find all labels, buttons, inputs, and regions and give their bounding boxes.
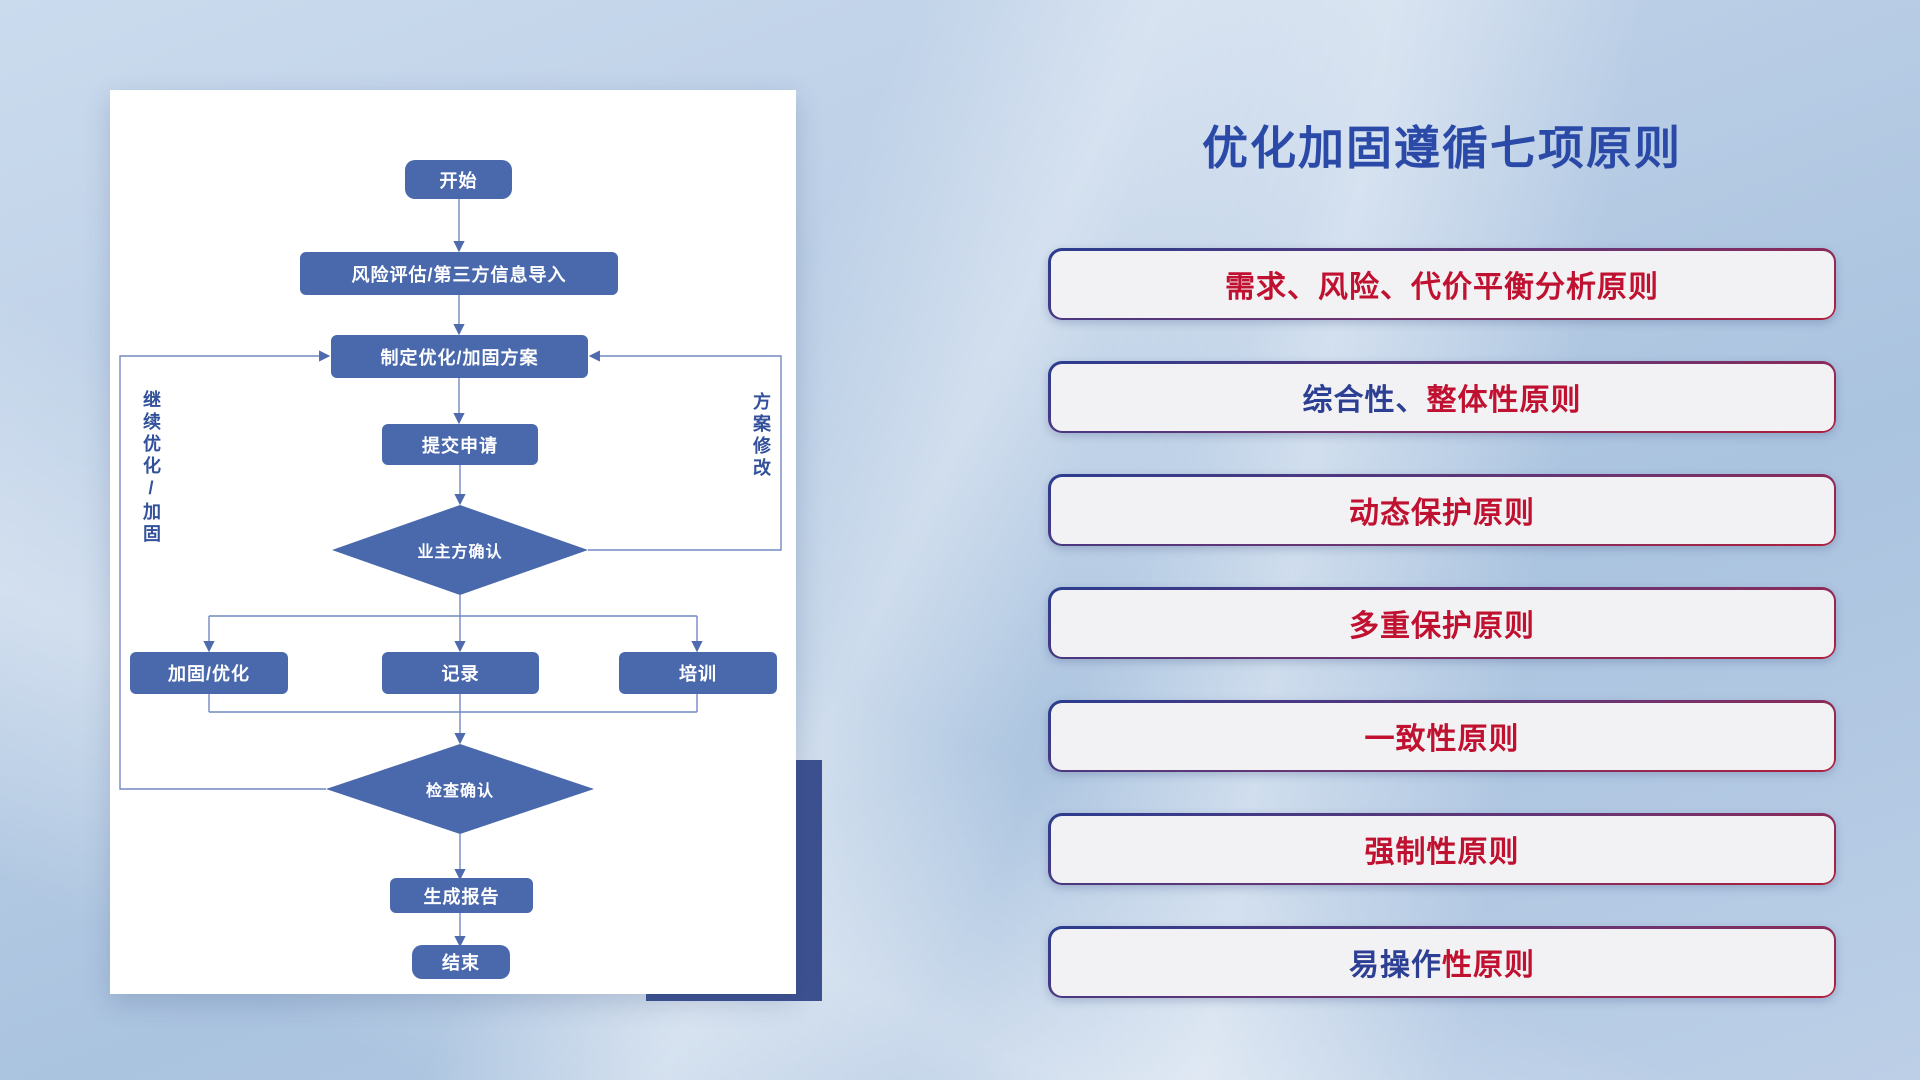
flow-node-record: 记录: [382, 652, 539, 694]
principle-text: 易操作: [1349, 949, 1442, 982]
principle-text: 需求、风险、代价平衡分析原则: [1225, 271, 1659, 304]
check-confirm-label: 检查确认: [425, 783, 495, 800]
flow-node-risk-import: 风险评估/第三方信息导入: [300, 252, 618, 295]
principle-text: 综合性、: [1302, 384, 1427, 417]
principle-card-4: 多重保护原则: [1048, 587, 1836, 659]
principle-card-2: 综合性、整体性原则: [1048, 361, 1836, 433]
flow-node-make-plan: 制定优化/加固方案: [331, 335, 588, 378]
owner-confirm-label: 业主方确认: [417, 544, 503, 561]
owner-confirm-diamond: [332, 505, 588, 595]
principle-card-5: 一致性原则: [1048, 700, 1836, 772]
check-confirm-diamond: [326, 744, 594, 834]
principle-card-1-body: 需求、风险、代价平衡分析原则: [1050, 250, 1834, 318]
principle-text: 强制性原则: [1364, 836, 1520, 869]
flowchart-card: 开始 风险评估/第三方信息导入 制定优化/加固方案 提交申请 加固/优化 记录 …: [110, 90, 796, 994]
loop-right-label: 方案修改: [751, 392, 771, 480]
flow-node-submit: 提交申请: [382, 424, 538, 465]
principle-card-6: 强制性原则: [1048, 813, 1836, 885]
flow-node-end: 结束: [412, 945, 510, 979]
principle-text: 整体性原则: [1426, 384, 1582, 417]
principle-text: 多重保护原则: [1349, 610, 1535, 643]
principle-text: 动态保护原则: [1349, 497, 1535, 530]
flow-node-start: 开始: [405, 160, 512, 199]
flow-node-report: 生成报告: [390, 878, 533, 913]
page-title: 优化加固遵循七项原则: [1202, 122, 1682, 174]
principle-card-3-body: 动态保护原则: [1050, 476, 1834, 544]
flowchart-connectors: [119, 199, 782, 948]
principle-text: 一致性原则: [1364, 723, 1520, 756]
flow-node-reinforce: 加固/优化: [130, 652, 288, 694]
principle-card-2-body: 综合性、整体性原则: [1050, 363, 1834, 431]
principle-card-7-body: 易操作性原则: [1050, 928, 1834, 996]
principle-card-7: 易操作性原则: [1048, 926, 1836, 998]
principle-card-4-body: 多重保护原则: [1050, 589, 1834, 657]
principle-text: 性原则: [1442, 949, 1535, 982]
principle-card-3: 动态保护原则: [1048, 474, 1836, 546]
principle-card-6-body: 强制性原则: [1050, 815, 1834, 883]
flow-node-training: 培训: [619, 652, 777, 694]
principle-card-5-body: 一致性原则: [1050, 702, 1834, 770]
principle-card-1: 需求、风险、代价平衡分析原则: [1048, 248, 1836, 320]
loop-left-label: 继续优化/加固: [141, 390, 161, 546]
